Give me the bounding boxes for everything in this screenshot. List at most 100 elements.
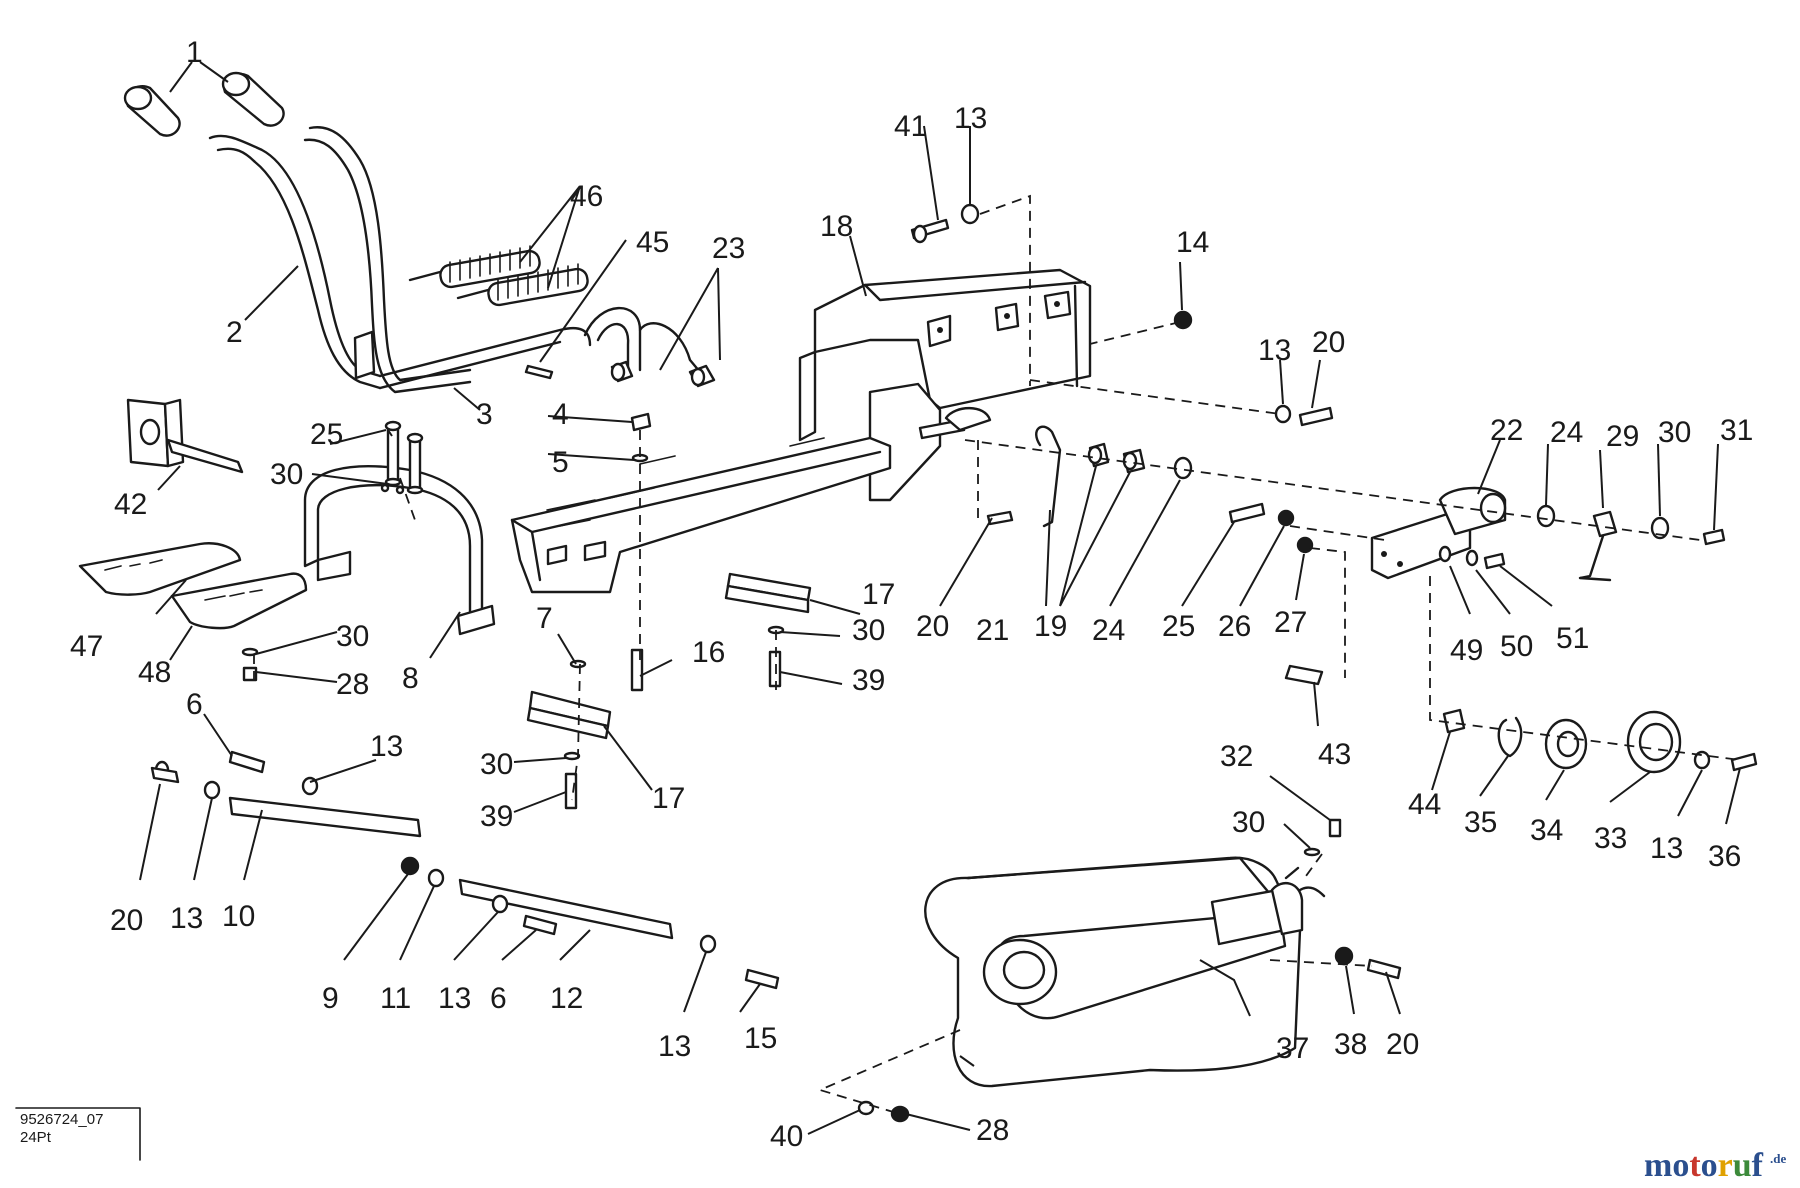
callout-30b: 30: [270, 458, 303, 491]
callout-12: 12: [550, 982, 583, 1015]
plug-left: [610, 360, 634, 383]
strap-8: [303, 465, 496, 636]
callout-35: 35: [1464, 806, 1497, 839]
mount-bracket-22: [1370, 486, 1507, 580]
watermark-part: o: [1672, 1147, 1689, 1184]
callout-44: 44: [1408, 788, 1441, 821]
callout-30e: 30: [480, 748, 513, 781]
callout-22: 22: [1490, 414, 1523, 447]
callout-24a: 24: [1550, 416, 1583, 449]
callout-13c: 13: [370, 730, 403, 763]
callout-11: 11: [380, 982, 411, 1015]
callout-18: 18: [820, 210, 853, 243]
callout-23: 23: [712, 232, 745, 265]
callout-14: 14: [1176, 226, 1209, 259]
callout-50: 50: [1500, 630, 1533, 663]
watermark-text: motoruf: [1644, 1147, 1764, 1184]
callout-16: 16: [692, 636, 725, 669]
watermark-part: f: [1752, 1147, 1764, 1184]
callout-20c: 20: [110, 904, 143, 937]
callout-8: 8: [402, 662, 419, 695]
callout-4: 4: [552, 398, 569, 431]
watermark-logo: motoruf .de: [1644, 1147, 1786, 1184]
callout-33: 33: [1594, 822, 1627, 855]
callout-41: 41: [894, 110, 927, 143]
callout-30d: 30: [852, 614, 885, 647]
callout-10: 10: [222, 900, 255, 933]
callout-34: 34: [1530, 814, 1563, 847]
drawing-number: 9526724_07: [20, 1111, 103, 1128]
callout-31: 31: [1720, 414, 1753, 447]
callout-5: 5: [552, 446, 569, 479]
callout-6b: 6: [490, 982, 507, 1015]
callout-13e: 13: [170, 902, 203, 935]
callout-38: 38: [1334, 1028, 1367, 1061]
callout-39b: 39: [480, 800, 513, 833]
callout-30a: 30: [1658, 416, 1691, 449]
callout-13d: 13: [1650, 832, 1683, 865]
belt-cover-37: [924, 856, 1326, 1088]
spring-lower: [456, 263, 589, 307]
callout-30c: 30: [336, 620, 369, 653]
callout-43: 43: [1318, 738, 1351, 771]
callout-20b: 20: [916, 610, 949, 643]
callout-27: 27: [1274, 606, 1307, 639]
watermark-suffix: .de: [1770, 1151, 1786, 1166]
callout-45: 45: [636, 226, 669, 259]
callout-28a: 28: [336, 668, 369, 701]
watermark-part: t: [1689, 1147, 1701, 1184]
callout-13a: 13: [954, 102, 987, 135]
callout-17b: 17: [652, 782, 685, 815]
callout-9: 9: [322, 982, 339, 1015]
watermark-part: u: [1733, 1147, 1752, 1184]
callout-48: 48: [138, 656, 171, 689]
callout-numbers: 1 2 3 46 45 23 18 41 13 14 13 20 22 24 2…: [70, 36, 1753, 1153]
watermark-part: m: [1644, 1147, 1672, 1184]
callout-37: 37: [1276, 1032, 1309, 1065]
callout-36: 36: [1708, 840, 1741, 873]
plug-right: [688, 364, 716, 388]
callout-2: 2: [226, 316, 243, 349]
sheet-code: 24Pt: [20, 1129, 52, 1146]
callout-29: 29: [1606, 420, 1639, 453]
callout-1: 1: [186, 36, 203, 69]
callout-25a: 25: [310, 418, 343, 451]
cover-plate-47: [78, 542, 242, 596]
callout-47: 47: [70, 630, 103, 663]
callout-7: 7: [536, 602, 553, 635]
callout-13f: 13: [438, 982, 471, 1015]
callout-32: 32: [1220, 740, 1253, 773]
callout-28b: 28: [976, 1114, 1009, 1147]
bracket-42: [126, 398, 244, 474]
grip-right: [221, 71, 285, 127]
callout-13g: 13: [658, 1030, 691, 1063]
callout-leaders: [139, 61, 1741, 1135]
callout-26: 26: [1218, 610, 1251, 643]
callout-20a: 20: [1312, 326, 1345, 359]
handlebar-assembly: [123, 71, 716, 394]
watermark-part: o: [1701, 1147, 1718, 1184]
callout-19: 19: [1034, 610, 1067, 643]
callout-39a: 39: [852, 664, 885, 697]
callout-40: 40: [770, 1120, 803, 1153]
fasteners: [150, 203, 1758, 1123]
assembly-lines: [253, 194, 1741, 1115]
callout-3: 3: [476, 398, 493, 431]
callout-25b: 25: [1162, 610, 1195, 643]
callout-30f: 30: [1232, 806, 1265, 839]
callout-6a: 6: [186, 688, 203, 721]
callout-15: 15: [744, 1022, 777, 1055]
callout-49: 49: [1450, 634, 1483, 667]
grip-left: [123, 85, 181, 137]
callout-51: 51: [1556, 622, 1589, 655]
callout-46: 46: [570, 180, 603, 213]
callout-42: 42: [114, 488, 147, 521]
watermark-part: r: [1718, 1147, 1733, 1184]
callout-21: 21: [976, 614, 1009, 647]
callout-13b: 13: [1258, 334, 1291, 367]
main-frame-18: [510, 268, 1092, 594]
callout-20d: 20: [1386, 1028, 1419, 1061]
spring-upper: [408, 245, 541, 289]
callout-24b: 24: [1092, 614, 1125, 647]
